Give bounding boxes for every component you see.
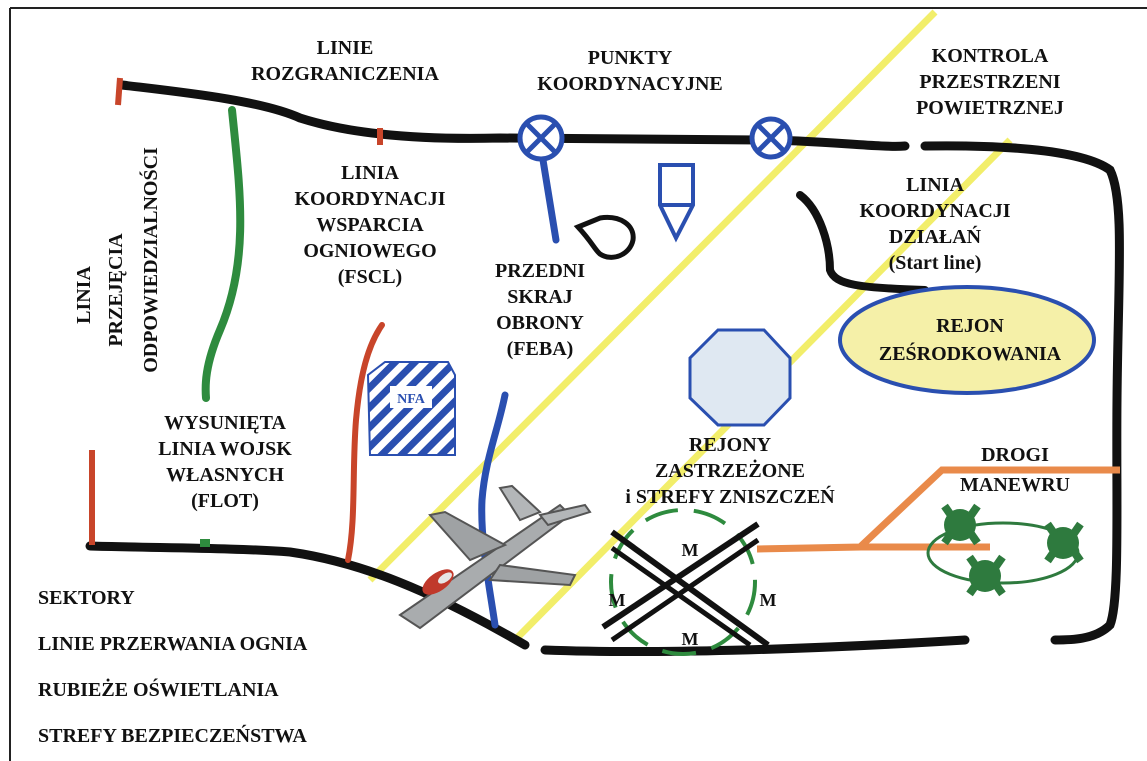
label-line: KOORDYNACJI [830,198,1040,224]
label-line: (Start line) [830,250,1040,276]
label-line: PRZESTRZENI [880,69,1100,95]
label-line: i STREFY ZNISZCZEŃ [580,484,880,510]
label-line: KONTROLA [880,43,1100,69]
tank-icon-2 [1044,522,1083,563]
label-line: KOORDYNACYJNE [500,71,760,97]
boundary-line-bottom [545,640,965,652]
label-kontrola-przestrzeni: KONTROLA PRZESTRZENI POWIETRZNEJ [880,43,1100,121]
label-line: OBRONY [465,310,615,336]
label-line: ROZGRANICZENIA [225,61,465,87]
label-line: PUNKTY [500,45,760,71]
tank-icon-3 [966,555,1005,596]
label-line: POWIETRZNEJ [880,95,1100,121]
label-rejony-zastrzezone: REJONY ZASTRZEŻONE i STREFY ZNISZCZEŃ [580,432,880,510]
coordination-point-2 [752,119,790,157]
label-line: (FEBA) [465,336,615,362]
label-linie-rozgraniczenia: LINIE ROZGRANICZENIA [225,35,465,87]
contact-point-symbol [660,165,693,238]
label-line: SKRAJ [465,284,615,310]
label-line: WYSUNIĘTA [130,410,320,436]
handover-label-line1: LINIA [73,266,95,324]
coordination-point-1 [520,117,562,159]
restricted-area-octagon [690,330,790,425]
label-line: (FSCL) [265,264,475,290]
label-line: REJON [850,312,1090,340]
label-line: OGNIOWEGO [265,238,475,264]
label-line: LINIA [830,172,1040,198]
mine-mark-top: M [682,540,699,560]
tank-icon-1 [941,504,980,545]
bottom-list-item: LINIE PRZERWANIA OGNIA [38,621,458,667]
mine-mark-right: M [760,590,777,610]
label-line: ZASTRZEŻONE [580,458,880,484]
label-feba: PRZEDNI SKRAJ OBRONY (FEBA) [465,258,615,362]
boundary-tick-red [118,78,120,105]
label-line: ZEŚRODKOWANIA [850,340,1090,368]
label-line: DZIAŁAŃ [830,224,1040,250]
label-line: WŁASNYCH [130,462,320,488]
bottom-list-item: RUBIEŻE OŚWIETLANIA [38,667,458,713]
bottom-list-item: SEKTORY [38,575,458,621]
label-flot: WYSUNIĘTA LINIA WOJSK WŁASNYCH (FLOT) [130,410,320,514]
label-rejon-zeskodkowania: REJON ZEŚRODKOWANIA [850,312,1090,368]
handover-label-line2: PRZEJĘCIA [105,233,127,347]
nfa-label: NFA [397,392,426,407]
bottom-list-item: STREFY BEZPIECZEŃSTWA [38,713,458,759]
label-fscl: LINIA KOORDYNACJI WSPARCIA OGNIOWEGO (FS… [265,160,475,290]
handover-line [206,110,241,398]
label-line: MANEWRU [940,470,1090,500]
mine-mark-bottom: M [682,629,699,649]
label-line: LINIA WOJSK [130,436,320,462]
handover-line-label: LINIA PRZEJĘCIA ODPOWIEDZIALNOŚCI [73,147,162,373]
nfa-area [368,362,455,455]
label-line: DROGI [940,440,1090,470]
label-start-line: LINIA KOORDYNACJI DZIAŁAŃ (Start line) [830,172,1040,276]
label-line: WSPARCIA [265,212,475,238]
label-line: KOORDYNACJI [265,186,475,212]
checkpoint-symbol [578,217,633,257]
mine-mark-left: M [609,590,626,610]
label-line: PRZEDNI [465,258,615,284]
label-line: LINIA [265,160,475,186]
label-punkty-koordynacyjne: PUNKTY KOORDYNACYJNE [500,45,760,97]
feba-line [482,395,505,625]
label-drogi-manewru: DROGI MANEWRU [940,440,1090,500]
bottom-list: SEKTORY LINIE PRZERWANIA OGNIA RUBIEŻE O… [38,575,458,759]
label-line: (FLOT) [130,488,320,514]
coordination-point-stem [543,160,556,240]
handover-label-line3: ODPOWIEDZIALNOŚCI [138,147,162,373]
label-line: LINIE [225,35,465,61]
label-line: REJONY [580,432,880,458]
